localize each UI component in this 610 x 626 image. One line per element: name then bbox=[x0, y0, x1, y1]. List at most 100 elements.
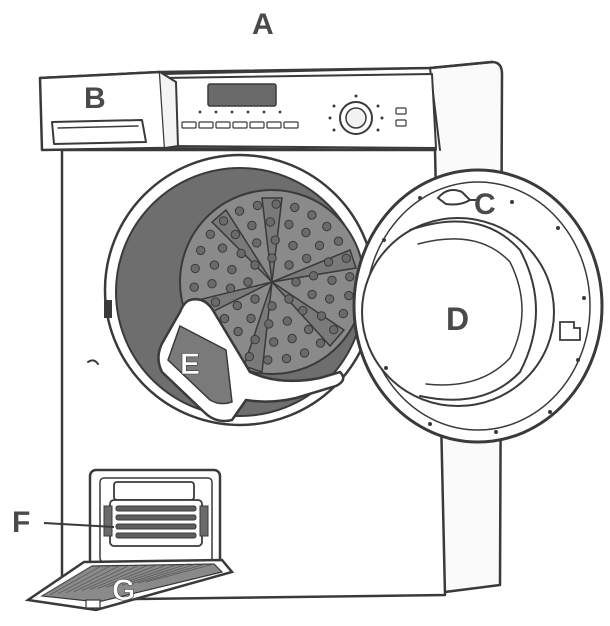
drum-hole bbox=[243, 277, 253, 287]
label-c: C bbox=[474, 188, 496, 221]
drum-hole bbox=[284, 260, 294, 270]
drum-hole bbox=[271, 199, 281, 209]
flap-grid-line bbox=[113, 564, 177, 587]
drum-hole bbox=[288, 240, 298, 251]
drum-hole bbox=[189, 282, 199, 292]
condenser-flap bbox=[24, 558, 235, 612]
drum-hole bbox=[281, 353, 292, 364]
drum-hole bbox=[267, 301, 277, 311]
flap-grid-line bbox=[89, 564, 149, 590]
drum-hole bbox=[284, 219, 294, 230]
label-d: D bbox=[446, 301, 469, 337]
drum-hole bbox=[265, 217, 275, 227]
drum-hole bbox=[314, 240, 325, 251]
drum-hole bbox=[234, 206, 245, 216]
label-e: E bbox=[180, 348, 200, 381]
drum-hole bbox=[333, 236, 344, 246]
drum-hole bbox=[301, 227, 311, 238]
flap-grid-line bbox=[145, 563, 215, 583]
dryer-door bbox=[352, 168, 604, 444]
drum-hole bbox=[210, 297, 221, 307]
drum-hole bbox=[233, 326, 243, 337]
flap-grid-line bbox=[81, 564, 140, 591]
flap-grid-line bbox=[121, 564, 186, 586]
label-b: B bbox=[84, 82, 106, 115]
drum-hole bbox=[250, 334, 260, 345]
drum-hole bbox=[345, 272, 355, 282]
drum-hole bbox=[217, 243, 228, 253]
drum-hole bbox=[270, 235, 280, 245]
drum-hole bbox=[284, 294, 294, 304]
label-a: A bbox=[252, 8, 274, 41]
drum-hole bbox=[232, 300, 243, 311]
flap-grid-line bbox=[97, 564, 158, 589]
drum-hole bbox=[218, 216, 229, 226]
drum-hole bbox=[327, 275, 337, 285]
condenser-compartment bbox=[88, 468, 222, 570]
drum-hole bbox=[316, 311, 327, 321]
drum-perforations bbox=[189, 199, 355, 365]
drum-hole bbox=[324, 294, 335, 304]
flap-grid-line bbox=[129, 563, 196, 585]
drum-hole bbox=[267, 253, 277, 263]
drum-hole bbox=[252, 200, 263, 211]
drum-hole bbox=[291, 277, 301, 287]
drum-hole bbox=[250, 294, 260, 304]
flap-grid-line bbox=[57, 565, 111, 595]
fluff-filter bbox=[157, 298, 345, 423]
drum-hole bbox=[303, 324, 314, 335]
door-filter-grip bbox=[436, 189, 476, 206]
drum-hole bbox=[227, 264, 237, 275]
drum-hole bbox=[269, 337, 279, 347]
drum-hole bbox=[338, 308, 348, 319]
drum-hole bbox=[315, 338, 326, 348]
drum-hole bbox=[329, 325, 339, 335]
flap-grid-line bbox=[41, 565, 93, 597]
drum-hole bbox=[196, 245, 206, 256]
drum-hole bbox=[322, 221, 332, 232]
condenser-unit bbox=[103, 481, 209, 547]
drum-hole bbox=[263, 355, 273, 365]
drum-hole bbox=[264, 319, 274, 329]
drum-hole bbox=[299, 348, 310, 358]
button-row bbox=[181, 121, 299, 129]
flap-grid-line bbox=[49, 565, 102, 596]
drum-hole bbox=[341, 253, 351, 263]
drum-hole bbox=[307, 289, 317, 300]
drum-hole bbox=[236, 248, 246, 259]
drum-hole bbox=[209, 260, 220, 270]
water-container-drawer bbox=[38, 70, 179, 152]
drum-hole bbox=[230, 229, 241, 240]
flap-grid-line bbox=[73, 565, 130, 593]
drum-hole bbox=[307, 210, 317, 220]
drum-hole bbox=[225, 283, 236, 293]
drum-hole bbox=[190, 263, 200, 274]
drum-hole bbox=[323, 257, 334, 267]
drum-hole bbox=[244, 351, 255, 362]
drum-hole bbox=[205, 229, 216, 240]
label-f: F bbox=[12, 506, 30, 539]
drum-hole bbox=[308, 271, 319, 281]
drum-hole bbox=[246, 313, 256, 324]
drum-hole bbox=[302, 253, 312, 264]
drum-hole bbox=[290, 202, 300, 213]
drum-opening bbox=[103, 153, 377, 427]
program-knob bbox=[328, 94, 384, 135]
drum-hole bbox=[298, 305, 308, 316]
drum-hole bbox=[252, 238, 262, 248]
drum-hole bbox=[247, 220, 257, 231]
leader-line-f bbox=[43, 522, 115, 528]
label-g: G bbox=[112, 574, 135, 607]
control-panel bbox=[161, 73, 437, 149]
drum-hole bbox=[207, 279, 217, 289]
drum-hole bbox=[250, 260, 260, 270]
flap-grid-line bbox=[105, 564, 168, 588]
display-screen bbox=[207, 83, 277, 107]
flap-grid-line bbox=[137, 563, 205, 584]
drum-hole bbox=[344, 290, 354, 301]
drum-hole bbox=[287, 333, 297, 344]
flap-grid-line bbox=[65, 565, 121, 594]
drum-hole bbox=[219, 313, 230, 324]
